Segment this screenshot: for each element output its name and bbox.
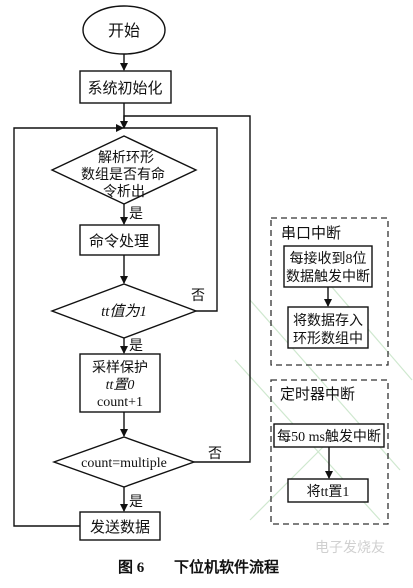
send-back-loop xyxy=(13,127,124,527)
count-no-label: 否 xyxy=(208,447,222,462)
count-yes-label: 是 xyxy=(129,495,143,510)
sample-box xyxy=(79,353,161,413)
sample-label-2: tt置0 xyxy=(106,377,135,393)
serial-interrupt-panel xyxy=(270,217,389,366)
tt-yes-label: 是 xyxy=(129,339,143,354)
serial-title: 串口中断 xyxy=(281,225,341,242)
serial-receive-box xyxy=(283,245,373,288)
init-box xyxy=(79,70,172,104)
merge-arrowhead xyxy=(116,124,124,132)
sample-label-1: 采样保护 xyxy=(92,360,148,376)
timer-title: 定时器中断 xyxy=(280,386,355,403)
cmd-box xyxy=(79,224,160,256)
timer-trigger-label: 每50 ms触发中断 xyxy=(277,429,381,445)
parse-label-2: 数组是否有命 xyxy=(81,166,165,183)
cmd-label: 命令处理 xyxy=(89,232,149,250)
timer-set-label: 将tt置1 xyxy=(307,484,350,500)
serial-receive-2: 数据触发中断 xyxy=(286,269,370,285)
parse-yes-label: 是 xyxy=(129,207,143,222)
count-label: count=multiple xyxy=(81,456,167,471)
serial-store-1: 将数据存入 xyxy=(293,313,363,329)
timer-interrupt-panel xyxy=(270,379,389,525)
figure-number: 图 6 xyxy=(118,559,145,576)
init-label: 系统初始化 xyxy=(87,80,162,97)
parse-label-1: 解析环形 xyxy=(98,150,154,166)
tt-no-loop xyxy=(124,127,218,312)
serial-store-box xyxy=(287,306,369,349)
serial-receive-1: 每接收到8位 xyxy=(290,250,367,267)
parse-label-3: 令析出 xyxy=(103,184,145,200)
sample-label-3: count+1 xyxy=(97,395,143,410)
timer-set-box xyxy=(287,478,369,503)
figure-title: 下位机软件流程 xyxy=(174,558,279,576)
serial-store-2: 环形数组中 xyxy=(293,331,363,347)
watermark-text: 电子发烧友 xyxy=(315,540,385,556)
send-box xyxy=(79,511,161,541)
start-label: 开始 xyxy=(108,22,140,40)
tt-label: tt值为1 xyxy=(101,303,147,320)
count-no-loop xyxy=(123,115,251,463)
tt-no-label: 否 xyxy=(191,289,205,304)
send-label: 发送数据 xyxy=(90,519,150,536)
